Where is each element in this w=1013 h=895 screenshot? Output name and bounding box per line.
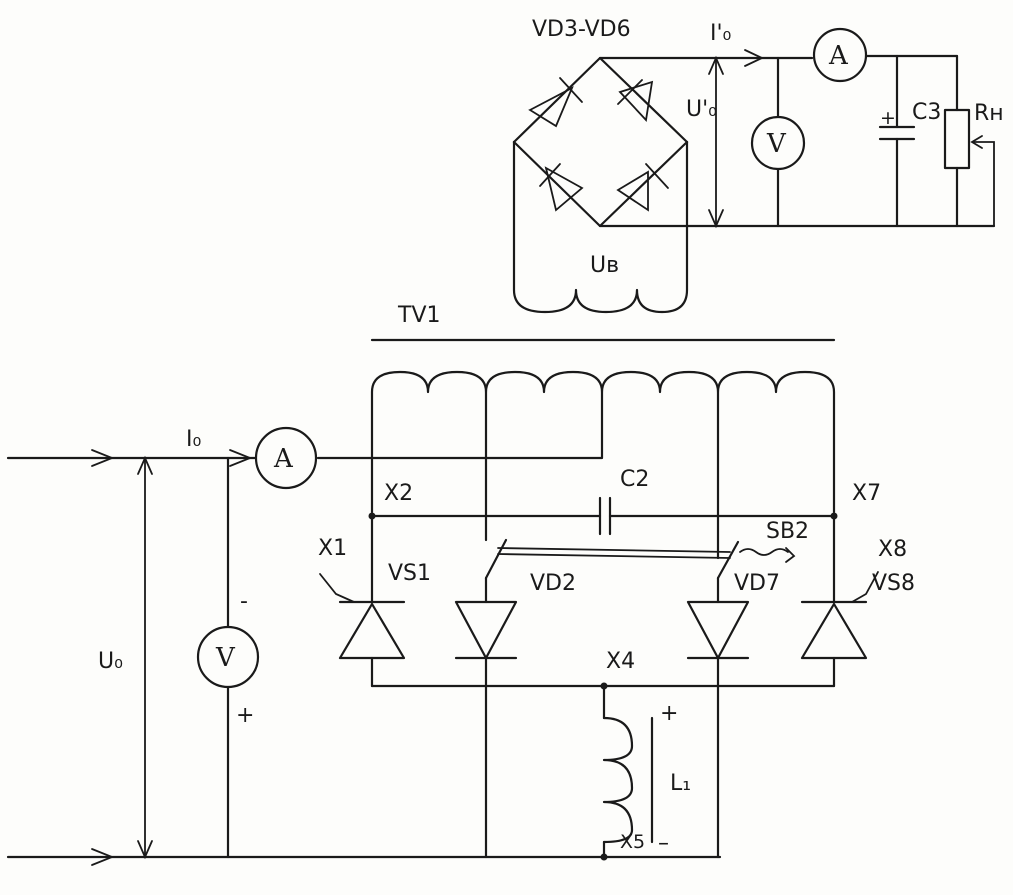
secondary-winding	[512, 140, 689, 314]
label-vd2: VD2	[530, 571, 576, 596]
label-x5: X5	[620, 831, 645, 853]
thyristor-vs1: X1 VS1	[318, 514, 431, 688]
input-ammeter-label: A	[273, 444, 294, 474]
label-input-voltage: U₀	[98, 649, 123, 674]
label-bridge: VD3-VD6	[532, 17, 631, 42]
node-x5-dot	[600, 853, 608, 861]
output-circuit: A V + C3 Rн I'₀ U'₀	[598, 21, 1004, 229]
voltmeter-plus: +	[236, 703, 254, 728]
label-input-current: I₀	[186, 427, 201, 452]
label-vd7: VD7	[734, 571, 780, 596]
label-x4: X4	[606, 649, 635, 674]
label-transformer: TV1	[397, 303, 441, 328]
label-c2: C2	[620, 467, 649, 492]
label-vs8: VS8	[872, 571, 915, 596]
output-voltmeter-label: V	[766, 129, 787, 159]
switch-sb2: SB2	[484, 519, 809, 580]
bridge-rectifier: Uв VD3-VD6	[512, 17, 689, 314]
bridge-diode-bottom-left	[539, 163, 584, 212]
input-ammeter	[254, 426, 318, 490]
c3-polarity-plus: +	[880, 107, 896, 129]
inductor-l1: L₁ + – X5	[600, 684, 691, 861]
label-x2: X2	[384, 481, 413, 506]
label-secondary-voltage: Uв	[590, 253, 619, 278]
commutation-circuit: C2 X2 X7	[368, 467, 881, 536]
label-x7: X7	[852, 481, 881, 506]
input-voltmeter-label: V	[215, 643, 236, 673]
transformer-tv1: TV1	[316, 303, 836, 560]
voltmeter-minus: -	[240, 589, 248, 614]
label-sb2: SB2	[766, 519, 809, 544]
diode-vd2: VD2	[454, 571, 576, 859]
l1-polarity-plus: +	[660, 701, 678, 726]
bridge-diode-top-right	[617, 79, 654, 122]
label-l1: L₁	[670, 771, 691, 796]
output-ammeter-label: A	[828, 41, 849, 71]
label-load-voltage: U'₀	[686, 97, 717, 122]
label-c3: C3	[912, 100, 941, 125]
load-resistor	[943, 108, 971, 170]
label-load-current: I'₀	[710, 21, 732, 46]
bridge-diode-top-left	[528, 77, 583, 128]
label-x1: X1	[318, 536, 347, 561]
l1-polarity-minus: –	[658, 831, 669, 856]
label-load-resistor: Rн	[974, 101, 1004, 126]
label-x8: X8	[878, 537, 907, 562]
thyristor-vs8: X8 VS8	[800, 514, 915, 688]
label-vs1: VS1	[388, 561, 431, 586]
input-circuit: A I₀ U₀ V - +	[6, 426, 722, 866]
diode-vd7: VD7	[686, 571, 780, 859]
bridge-diode-bottom-right	[616, 163, 669, 212]
